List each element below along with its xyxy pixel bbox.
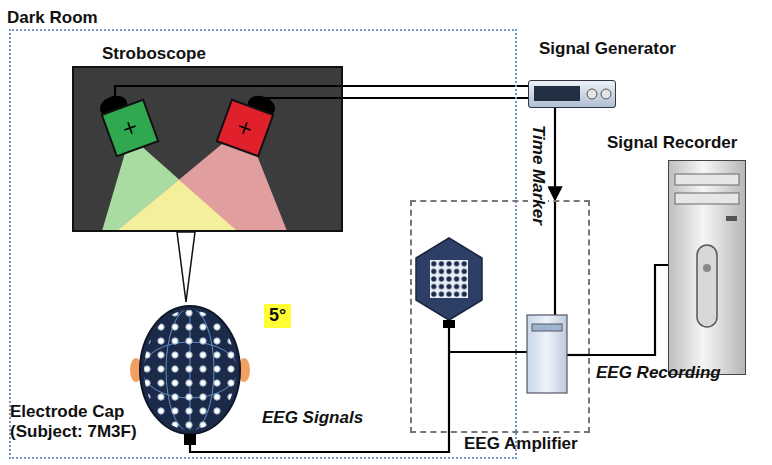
acquisition-box xyxy=(527,315,567,393)
electrode-cap: Electrode Cap (Subject: 7M3F) xyxy=(10,300,248,445)
green-lamp xyxy=(97,87,158,157)
node-label: Stroboscope xyxy=(102,44,206,64)
node-label: Dark Room xyxy=(7,8,98,28)
power-button xyxy=(703,264,711,272)
cap-grid xyxy=(140,306,240,434)
tower-panel xyxy=(697,245,717,327)
tower-body xyxy=(668,160,746,375)
box-slot xyxy=(532,324,562,331)
red-lamp xyxy=(217,87,278,157)
knob xyxy=(587,89,597,99)
visual-angle-wedge xyxy=(177,232,195,302)
marker-wire xyxy=(554,200,556,315)
node-label: Electrode Cap (Subject: 7M3F) xyxy=(10,402,160,443)
stroboscope-body xyxy=(72,66,343,232)
amplifier-plug xyxy=(443,320,455,328)
connector xyxy=(343,85,528,87)
amplifier-icon xyxy=(416,238,482,320)
signal-recorder: Signal Recorder xyxy=(668,160,746,375)
cable xyxy=(448,328,450,433)
cap-plug xyxy=(184,434,196,445)
node-label: Signal Recorder xyxy=(607,133,737,153)
angle-label: 5° xyxy=(264,304,291,328)
amplifier-channels xyxy=(430,260,468,298)
knob xyxy=(601,89,611,99)
node-label: Signal Generator xyxy=(539,39,676,59)
amplifier-group: EEG Amplifier xyxy=(410,200,590,433)
stroboscope-box: Stroboscope xyxy=(72,66,343,232)
generator-body xyxy=(528,80,616,108)
connector xyxy=(190,433,449,452)
connector xyxy=(554,108,556,200)
room-region: Dark RoomStroboscopeElectrode Cap (Subje… xyxy=(9,29,517,459)
beam-overlap xyxy=(117,180,237,231)
signal-generator: Signal Generator xyxy=(528,80,616,108)
connector-label: Time Marker xyxy=(528,122,548,228)
amplifier-panel xyxy=(430,260,468,298)
head xyxy=(140,306,240,434)
cable xyxy=(567,354,590,356)
node-label: EEG Amplifier xyxy=(464,434,578,454)
connector xyxy=(590,265,668,355)
tower-button xyxy=(726,216,737,221)
drive-bay xyxy=(675,174,739,185)
connector xyxy=(343,97,528,99)
connector-label: EEG Signals xyxy=(262,408,363,428)
generator-display xyxy=(534,86,580,101)
connector-label: EEG Recording xyxy=(596,363,721,383)
lamp-wire xyxy=(115,86,343,96)
drive-bay xyxy=(675,193,739,204)
